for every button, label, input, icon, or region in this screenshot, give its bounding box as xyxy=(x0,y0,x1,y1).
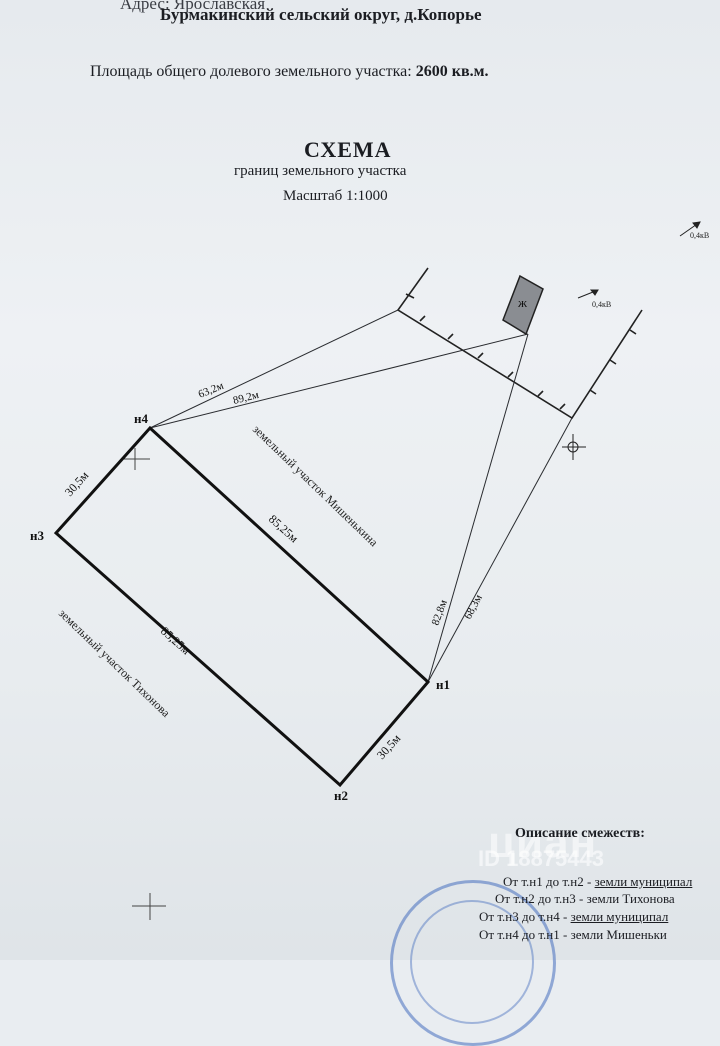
point-label-n3: н3 xyxy=(30,528,44,543)
dim-ref-d: 68,3м xyxy=(462,593,485,622)
area-value: 2600 кв.м. xyxy=(415,63,489,80)
adjacency-row: От т.н3 до т.н4 - земли муниципал xyxy=(479,909,669,924)
point-label-n1: н1 xyxy=(436,677,450,692)
area-line: Площадь общего долевого земельного участ… xyxy=(90,63,489,81)
area-label: Площадь общего долевого земельного участ… xyxy=(90,63,412,80)
pole-marker-icon xyxy=(562,434,586,460)
schema-subtitle: границ земельного участка xyxy=(234,163,407,179)
adjacency-title: Описание смежеств: xyxy=(515,826,645,841)
house-building: ж xyxy=(502,274,544,336)
address-line-2: Бурмакинский сельский округ, д.Копорье xyxy=(160,5,482,24)
dim-bottom: 85,25м xyxy=(158,624,193,658)
dim-right: 30,5м xyxy=(374,731,404,762)
dim-ref-c: 82,8м xyxy=(430,598,450,627)
power-line-icon xyxy=(577,221,701,299)
power-label-1: 0,4кВ xyxy=(592,300,611,309)
schema-scale: Масштаб 1:1000 xyxy=(283,188,388,204)
reference-lines xyxy=(149,309,573,683)
document-page xyxy=(0,0,720,960)
schema-title: СХЕМА xyxy=(304,137,392,162)
point-label-n4: н4 xyxy=(134,411,148,426)
neighbor-fence xyxy=(396,267,643,420)
crosshair-marks xyxy=(124,448,166,920)
adjacency-row: От т.н4 до т.н1 - земли Мишеньки xyxy=(479,927,667,942)
watermark-brand: циан xyxy=(488,818,598,867)
dim-ref-a: 63,2м xyxy=(197,380,226,401)
land-plot-diagram: ж 0,4кВ 0,4кВ н4 н3 н1 н2 85,25м 85,25м … xyxy=(30,221,709,920)
building-label: ж xyxy=(517,295,528,310)
watermark-id: ID 18875443 xyxy=(478,846,604,871)
adjacency-row: От т.н1 до т.н2 - земли муниципал xyxy=(503,874,693,889)
plot-boundary xyxy=(53,425,431,788)
dim-left: 30,5м xyxy=(62,468,92,499)
adjacency-row: От т.н2 до т.н3 - земли Тихонова xyxy=(495,891,675,906)
address-line-1: Адрес: Ярославская xyxy=(120,0,266,13)
point-label-n2: н2 xyxy=(334,788,348,803)
power-label-2: 0,4кВ xyxy=(690,231,709,240)
neighbor-right-label: земельный участок Мишенькина xyxy=(250,422,381,550)
